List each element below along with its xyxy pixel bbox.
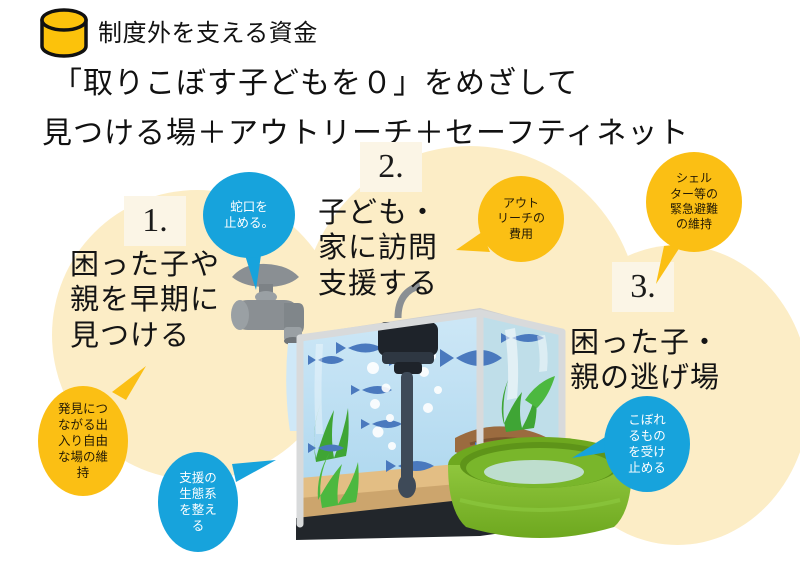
callout-eco-system[interactable]: 支援の 生態系 を整え る	[158, 452, 238, 552]
callout-tap-stop-text: 蛇口を 止める。	[223, 200, 274, 230]
fund-label: 制度外を支える資金	[98, 20, 318, 47]
callout-outreach-cost[interactable]: アウト リーチの 費用	[478, 176, 564, 262]
section-3-number: 3.	[612, 262, 674, 312]
coin-cylinder-icon	[40, 8, 88, 58]
callout-open-place-text: 発見につ ながる出 入り自由 な場の維 持	[57, 402, 108, 480]
section-2-number: 2.	[360, 142, 422, 192]
section-1-number: 1.	[124, 196, 186, 246]
callout-catch-spill[interactable]: こぼれ るもの を受け 止める	[604, 396, 690, 492]
section-3-title: 困った子・ 親の逃げ場	[570, 327, 721, 395]
section-2-title: 子ども・ 家に訪問 支援する	[318, 197, 439, 300]
headline-line-1: 「取りこぼす子どもを０」をめざして	[52, 67, 579, 100]
callout-shelter-cost-text: シェル ター等の 緊急避難 の維持	[669, 171, 718, 232]
callout-shelter-cost[interactable]: シェル ター等の 緊急避難 の維持	[646, 152, 742, 252]
callout-outreach-cost-text: アウト リーチの 費用	[496, 195, 545, 241]
callout-eco-system-text: 支援の 生態系 を整え る	[179, 471, 217, 533]
callout-catch-spill-text: こぼれ るもの を受け 止める	[628, 413, 666, 475]
callout-tap-stop[interactable]: 蛇口を 止める。	[203, 172, 295, 258]
section-1-title: 困った子や 親を早期に 見つける	[70, 249, 221, 352]
callout-open-place[interactable]: 発見につ ながる出 入り自由 な場の維 持	[38, 386, 128, 496]
